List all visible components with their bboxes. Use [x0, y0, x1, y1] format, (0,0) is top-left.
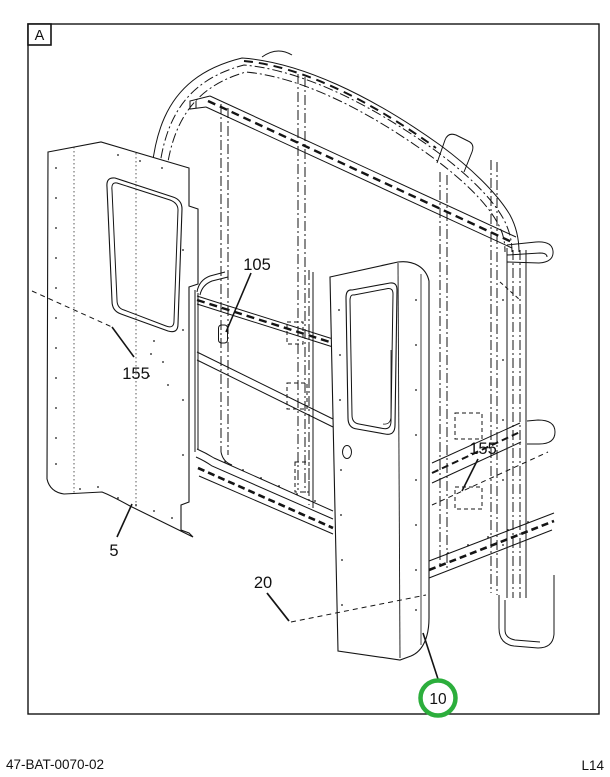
- callout-105[interactable]: 105: [243, 256, 271, 274]
- footer-sheet-code: L14: [581, 758, 604, 773]
- left-side-panel: [46, 141, 199, 538]
- footer-doc-number: 47-BAT-0070-02: [6, 757, 104, 772]
- corner-pillar: [428, 160, 556, 649]
- zone-label: A: [35, 28, 45, 44]
- highlight-callout-10[interactable]: 10: [418, 678, 458, 718]
- callout-5[interactable]: 5: [109, 542, 118, 560]
- callout-155-left[interactable]: 155: [122, 365, 150, 383]
- callout-20[interactable]: 20: [254, 574, 272, 592]
- rivet-dots: [55, 154, 529, 611]
- door-panel: [329, 261, 430, 661]
- roof-rails: [149, 50, 520, 253]
- drawing-border: [27, 23, 600, 715]
- highlight-circle[interactable]: [418, 678, 458, 718]
- zone-label-box: A: [27, 23, 52, 46]
- sill-rail-right: [428, 512, 555, 579]
- sill-rail-left: [195, 448, 334, 535]
- callout-155-right[interactable]: 155: [469, 440, 497, 458]
- callout-10[interactable]: 10: [429, 691, 447, 708]
- callout-leaders: [31, 272, 549, 680]
